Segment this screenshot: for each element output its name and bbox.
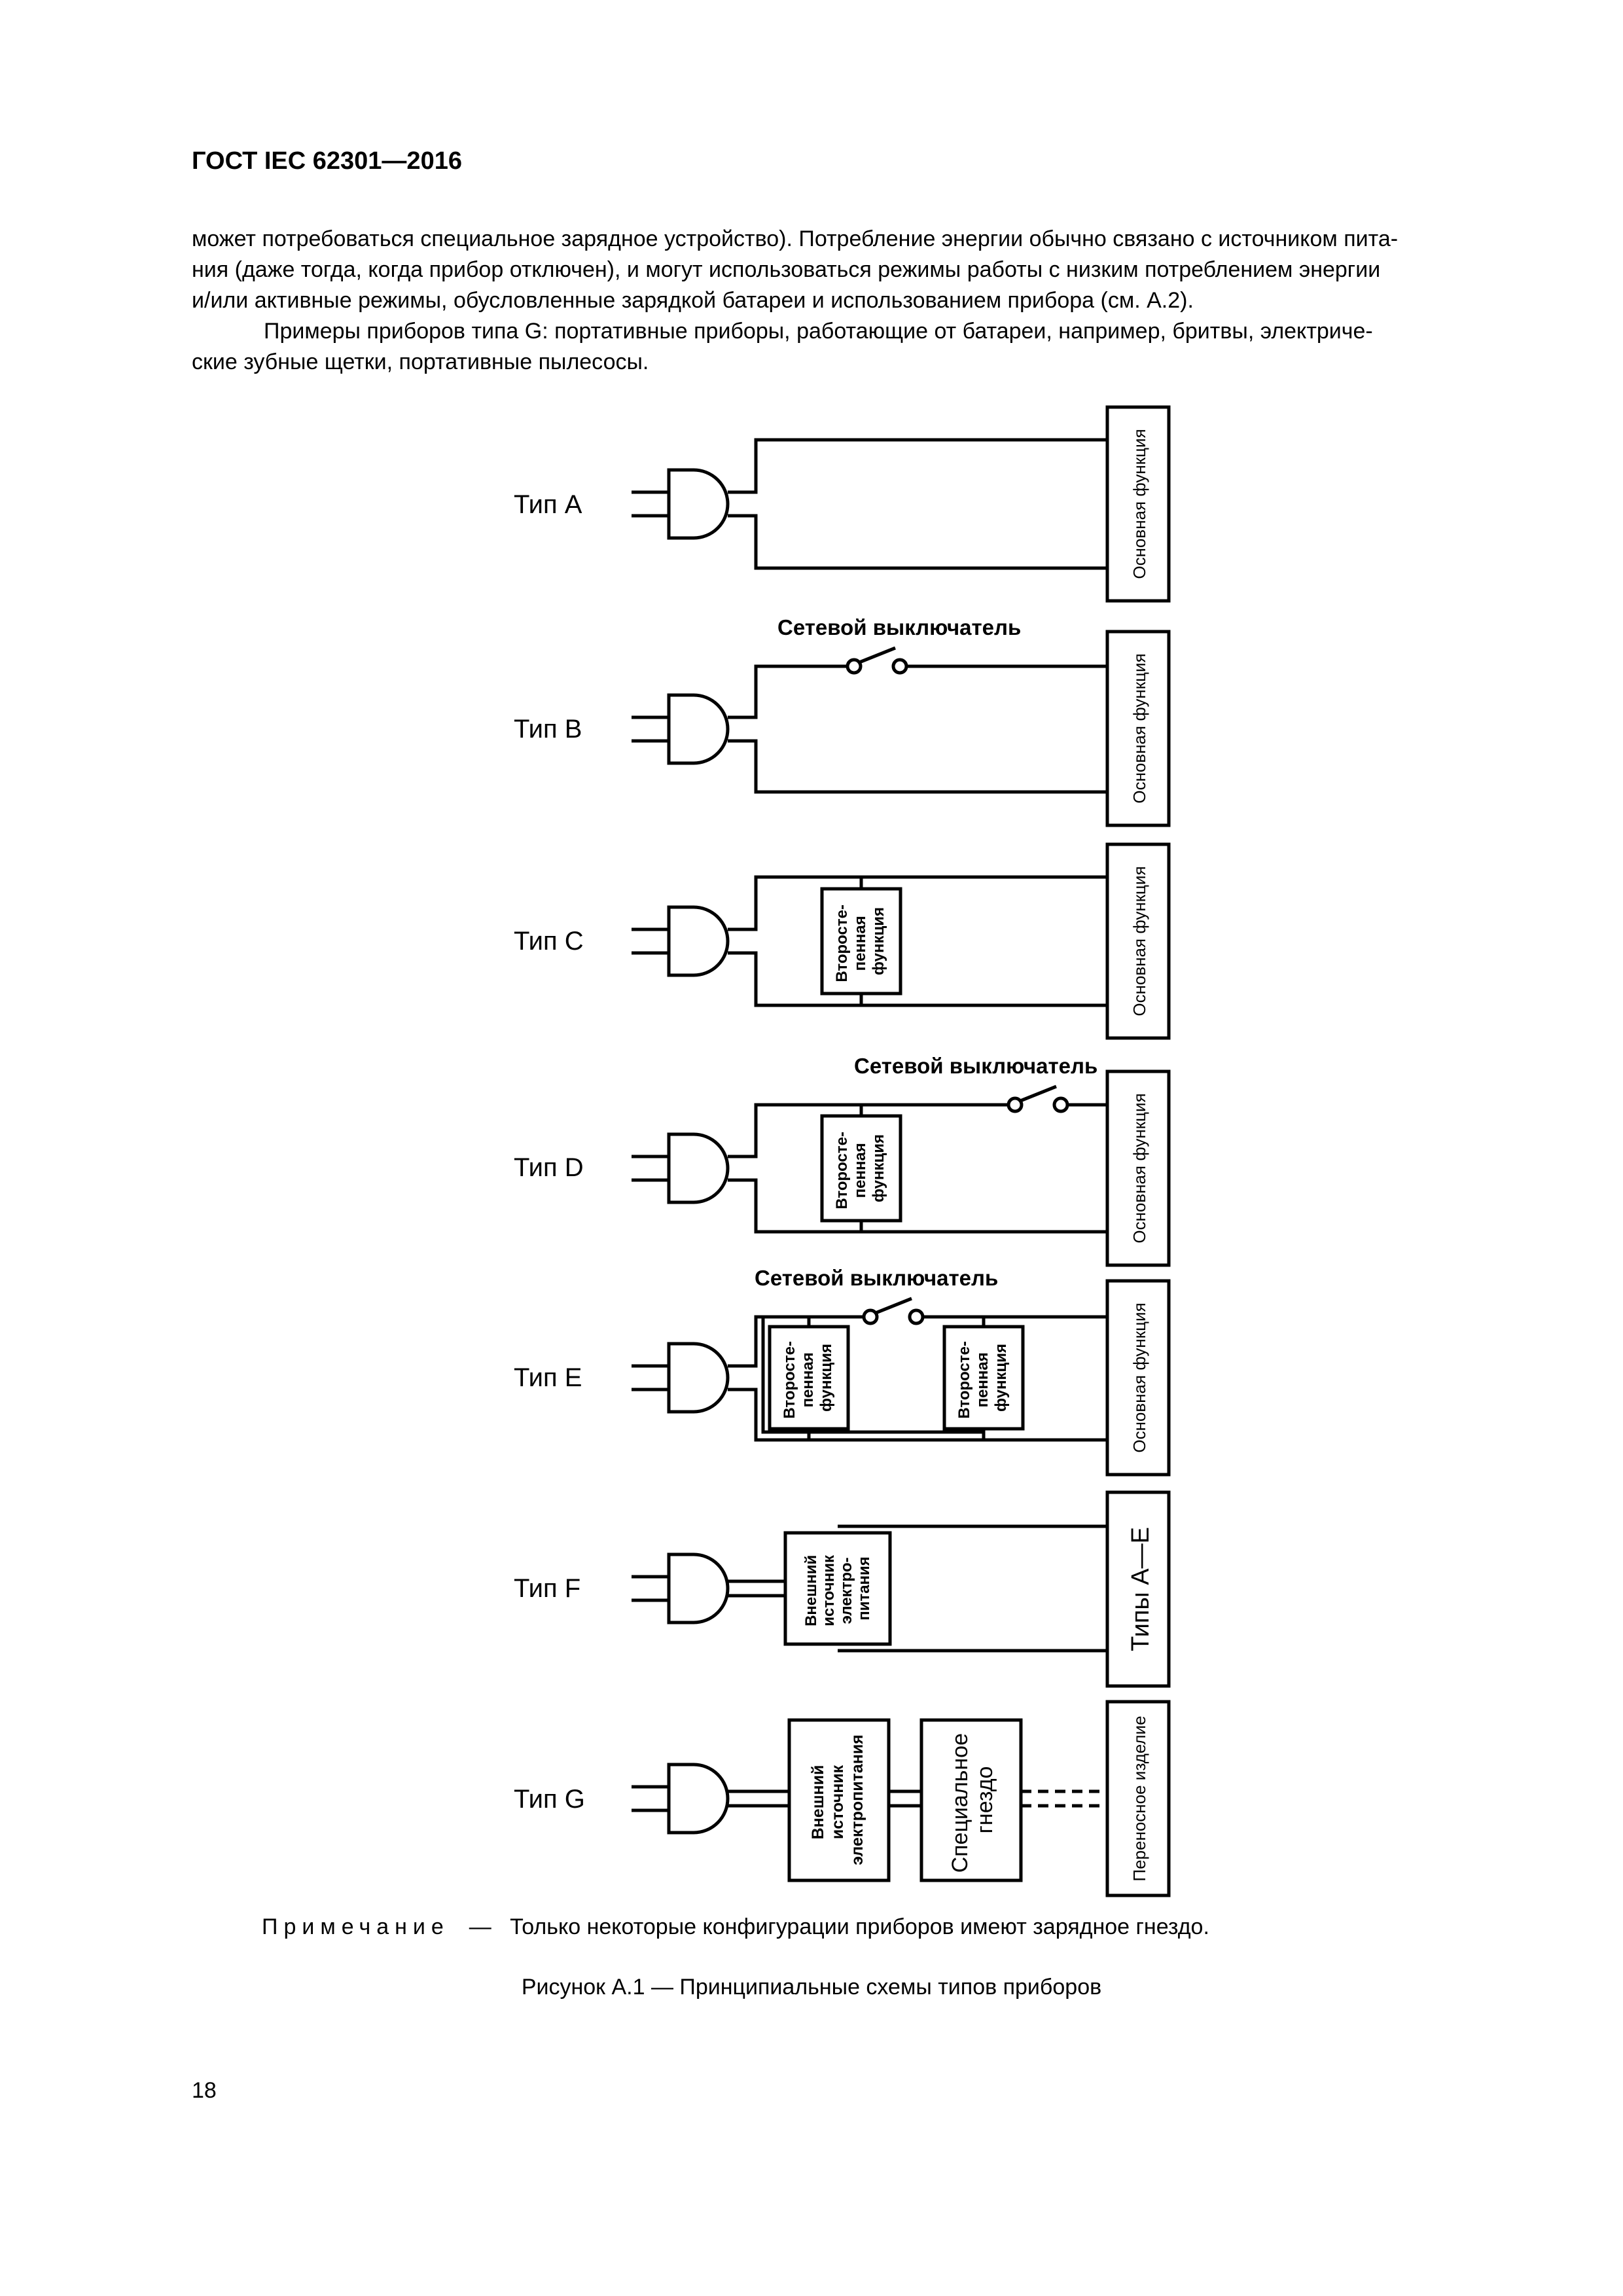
secondary-function-label: Второсте- пенная функция <box>833 900 887 982</box>
secondary-function-label: Второсте- пенная функция <box>833 1127 887 1209</box>
diagram-type-c: Тип С Второсте- пенная функция Основная … <box>514 842 1171 1040</box>
text-line: может потребоваться специальное зарядное… <box>192 226 1399 251</box>
type-label: Тип С <box>514 927 584 956</box>
figure-note: Примечание — Только некоторые конфигураци… <box>262 1914 1209 1940</box>
secondary-function-label: Второсте- пенная функция <box>781 1336 835 1418</box>
diagram-type-d: Тип D Сетевой выключатель Второсте- пенн… <box>514 1054 1171 1267</box>
plug-icon <box>632 470 728 538</box>
text-line: Примеры приборов типа G: портативные при… <box>264 319 1373 344</box>
plug-icon <box>632 907 728 975</box>
page-number: 18 <box>192 2078 217 2103</box>
text-line: ния (даже тогда, когда прибор отключен),… <box>192 257 1381 282</box>
plug-icon <box>632 695 728 763</box>
external-power-supply-box <box>787 1718 891 1882</box>
document-header: ГОСТ IEC 62301—2016 <box>192 147 462 175</box>
external-power-supply-label: Внешний источник электро- питания <box>802 1551 873 1626</box>
plug-icon <box>632 1134 728 1202</box>
switch-contact-icon <box>1052 1096 1069 1113</box>
plug-icon <box>632 1765 728 1833</box>
note-label: Примечание <box>262 1914 450 1939</box>
types-a-e-label: Типы А—Е <box>1127 1527 1154 1651</box>
type-label: Тип В <box>514 715 582 744</box>
mains-switch-label: Сетевой выключатель <box>755 1266 998 1290</box>
switch-lever-icon <box>875 1297 912 1315</box>
figure-caption: Рисунок А.1 — Принципиальные схемы типов… <box>521 1975 1102 2000</box>
secondary-function-box <box>942 1325 1025 1431</box>
note-text: Только некоторые конфигурации приборов и… <box>510 1914 1209 1939</box>
switch-lever-icon <box>859 646 896 664</box>
note-dash: — <box>469 1914 491 1939</box>
type-label: Тип F <box>514 1574 580 1603</box>
main-function-label: Основная функция <box>1130 653 1149 803</box>
type-label: Тип D <box>514 1153 584 1182</box>
main-function-box <box>1105 1069 1171 1267</box>
special-socket-box <box>919 1718 1023 1882</box>
text-line: ские зубные щетки, портативные пылесосы. <box>192 350 649 374</box>
type-label: Тип G <box>514 1785 585 1814</box>
intro-paragraph-1: может потребоваться специальное зарядное… <box>192 224 1525 316</box>
main-function-label: Основная функция <box>1130 429 1149 579</box>
special-socket-label: Специальное гнездо <box>948 1727 997 1873</box>
external-power-supply-label: Внешний источник электропитания <box>809 1734 866 1865</box>
diagram-type-b: Тип В Сетевой выключатель Основная функц… <box>514 615 1171 827</box>
external-power-supply-box <box>783 1531 892 1646</box>
intro-paragraph-2: Примеры приборов типа G: портативные при… <box>192 316 1525 378</box>
diagram-type-g: Тип G Внешний источник электропитания Сп… <box>514 1700 1171 1897</box>
plug-icon <box>632 1554 728 1623</box>
diagram-type-e: Тип Е Сетевой выключатель Второсте- пенн… <box>514 1266 1171 1477</box>
type-label: Тип А <box>514 490 582 519</box>
main-function-box <box>1105 405 1171 603</box>
switch-contact-icon <box>908 1308 925 1325</box>
secondary-function-box <box>820 1114 902 1223</box>
main-function-label: Основная функция <box>1130 1093 1149 1243</box>
portable-item-label: Переносное изделие <box>1130 1715 1149 1881</box>
diagram-type-a: Тип А Основная функция <box>514 405 1171 603</box>
secondary-function-label: Второсте- пенная функция <box>955 1336 1010 1418</box>
mains-switch-label: Сетевой выключатель <box>777 615 1021 639</box>
text-line: и/или активные режимы, обусловленные зар… <box>192 288 1194 313</box>
secondary-function-box <box>820 887 902 996</box>
main-function-box <box>1105 630 1171 827</box>
types-a-e-box <box>1105 1490 1171 1688</box>
main-function-label: Основная функция <box>1130 866 1149 1016</box>
switch-contact-icon <box>1007 1096 1024 1113</box>
main-function-box <box>1105 842 1171 1040</box>
diagram-type-f: Тип F Внешний источник электро- питания … <box>514 1490 1171 1688</box>
portable-item-box <box>1105 1700 1171 1897</box>
main-function-box <box>1105 1279 1171 1477</box>
plug-icon <box>632 1344 728 1412</box>
switch-contact-icon <box>862 1308 879 1325</box>
type-label: Тип Е <box>514 1363 582 1392</box>
switch-contact-icon <box>891 658 908 675</box>
secondary-function-box <box>768 1325 850 1431</box>
switch-contact-icon <box>846 658 863 675</box>
mains-switch-label: Сетевой выключатель <box>854 1054 1097 1078</box>
switch-lever-icon <box>1020 1085 1057 1103</box>
main-function-label: Основная функция <box>1130 1302 1149 1452</box>
